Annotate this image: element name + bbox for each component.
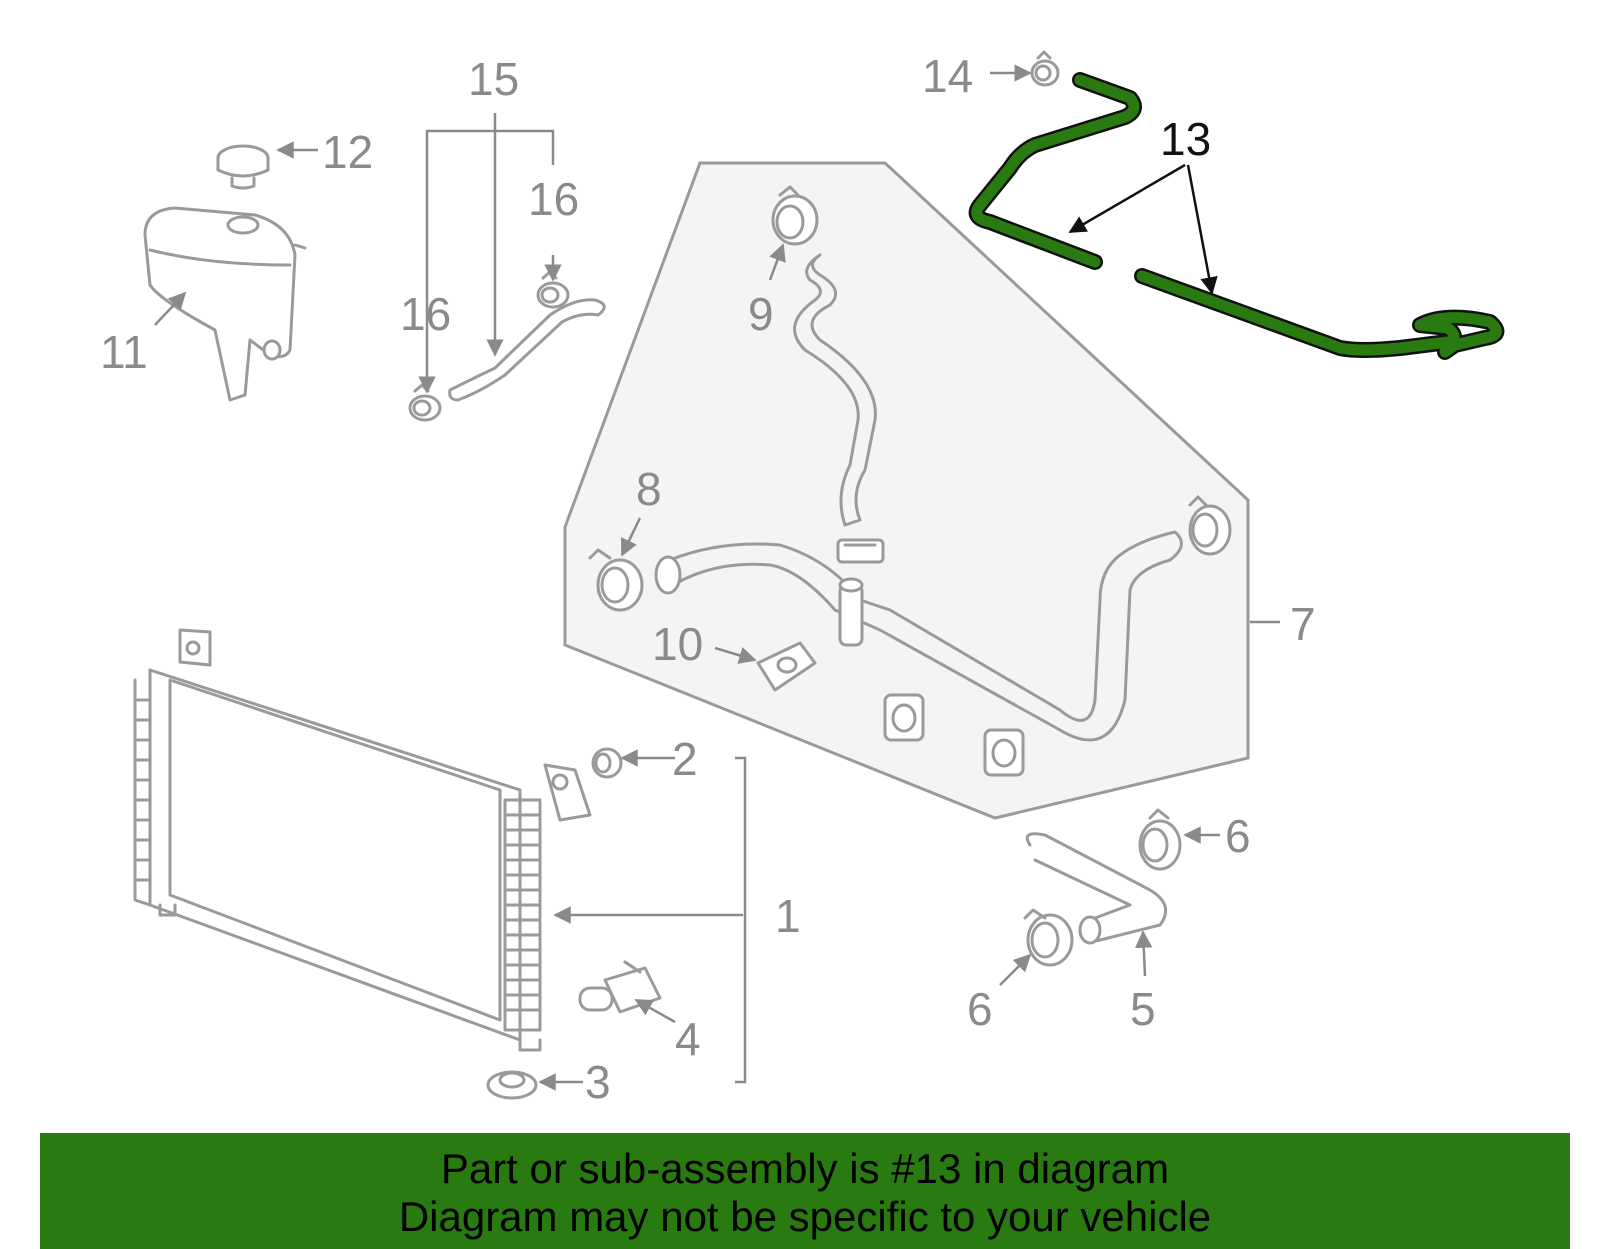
clamp-8 — [588, 548, 644, 612]
banner-line-1: Part or sub-assembly is #13 in diagram — [440, 1145, 1170, 1192]
grommet-lower — [486, 1070, 538, 1100]
callout-1: 1 — [775, 890, 801, 942]
callout-14: 14 — [922, 50, 973, 102]
coolant-reservoir — [143, 206, 307, 402]
clamp-7 — [1188, 495, 1232, 556]
clip-a — [883, 693, 925, 742]
callout-3: 3 — [585, 1056, 611, 1108]
callout-10: 10 — [652, 618, 703, 670]
parts-diagram: 1 2 3 4 5 6 6 7 8 9 10 11 12 13 14 15 16… — [100, 50, 1505, 1108]
clamp-6-upper — [1138, 808, 1182, 871]
callout-5: 5 — [1130, 983, 1156, 1035]
clip-b — [983, 728, 1025, 777]
callout-6-upper: 6 — [1225, 810, 1251, 862]
callout-13: 13 — [1160, 113, 1211, 165]
info-banner: Part or sub-assembly is #13 in diagram D… — [40, 1133, 1570, 1249]
callout-2: 2 — [672, 733, 698, 785]
callout-12: 12 — [322, 126, 373, 178]
reservoir-cap — [216, 144, 270, 190]
callout-4: 4 — [675, 1013, 701, 1065]
clamp-16-lower — [408, 383, 442, 422]
highlighted-part-13 — [968, 72, 1505, 360]
callout-9: 9 — [748, 288, 774, 340]
clamp-6-lower — [1023, 908, 1074, 967]
radiator — [133, 628, 592, 1052]
callout-11: 11 — [100, 326, 148, 378]
callout-7: 7 — [1290, 598, 1316, 650]
callout-16-upper: 16 — [528, 173, 579, 225]
coolant-sensor — [578, 960, 662, 1014]
hose-15 — [448, 298, 606, 402]
hose-9 — [793, 253, 877, 527]
clamp-14 — [1030, 50, 1060, 87]
callout-8: 8 — [636, 463, 662, 515]
hose-lower — [1025, 832, 1168, 945]
clamp-9 — [771, 185, 819, 246]
callout-6-lower: 6 — [967, 983, 993, 1035]
callout-16-lower: 16 — [400, 288, 451, 340]
clamp-9b — [836, 538, 885, 564]
leader-lines — [154, 64, 1280, 1091]
banner-line-2: Diagram may not be specific to your vehi… — [398, 1193, 1212, 1240]
grommet-upper — [591, 747, 623, 779]
bracket-10 — [756, 641, 817, 692]
callout-15: 15 — [468, 53, 519, 105]
hose-upper-assembly — [654, 530, 1183, 742]
